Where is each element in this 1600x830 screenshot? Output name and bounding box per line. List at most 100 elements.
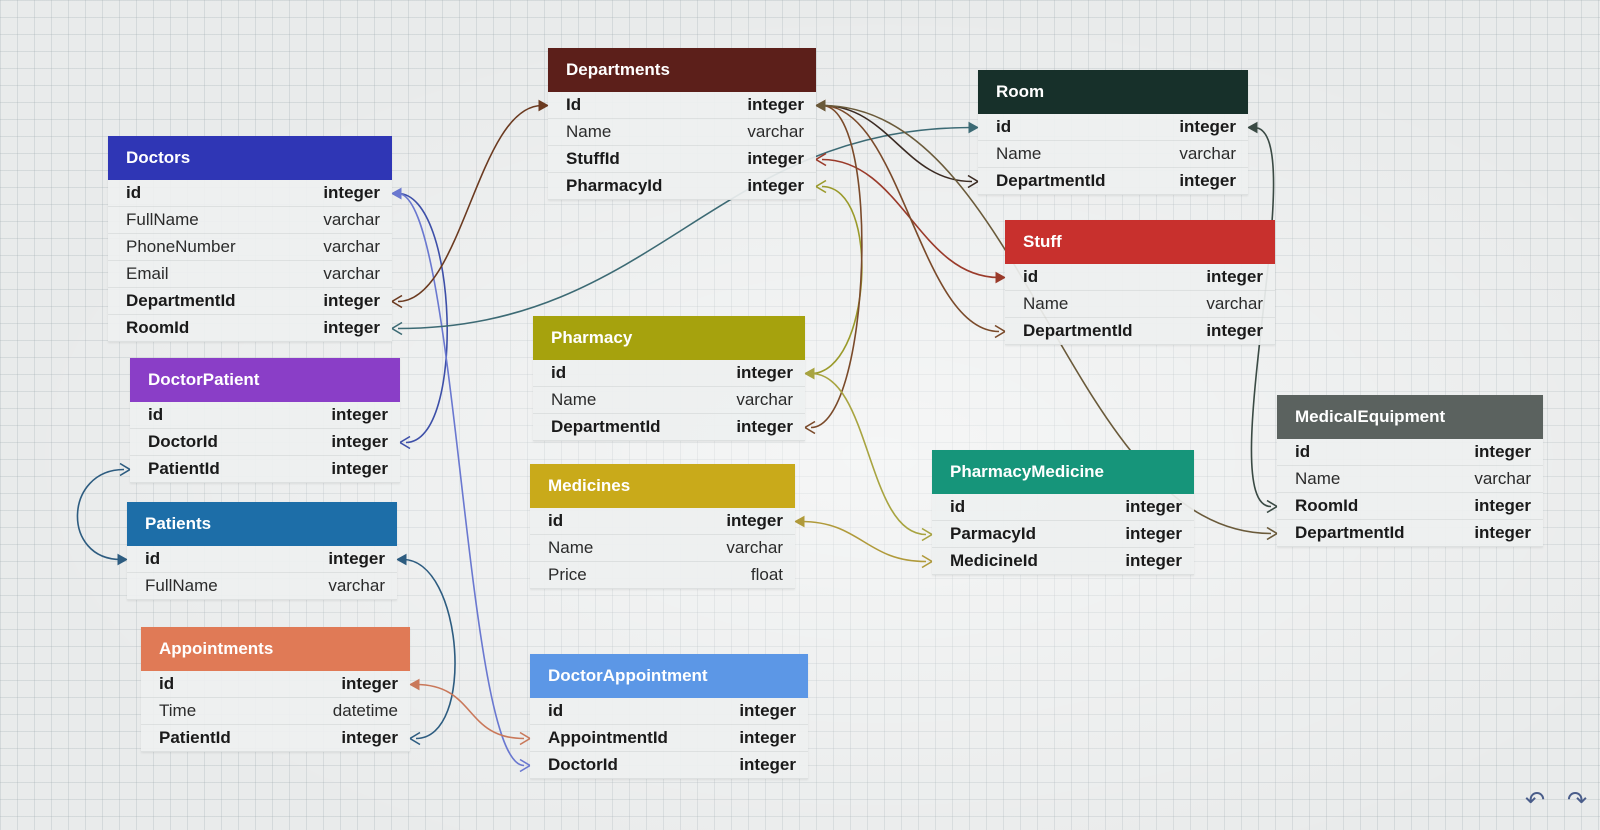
table-header[interactable]: DoctorAppointment	[530, 654, 808, 698]
field-type: integer	[331, 459, 388, 478]
relation-pk-marker	[117, 553, 129, 566]
field-name: RoomId	[126, 318, 190, 337]
table-header[interactable]: Patients	[127, 502, 397, 546]
field-row[interactable]: DoctorId integer	[130, 429, 400, 456]
field-type: integer	[1474, 523, 1531, 542]
field-name: id	[548, 511, 564, 530]
table-header[interactable]: Stuff	[1005, 220, 1275, 264]
relation-line[interactable]	[402, 558, 456, 740]
field-type: varchar	[323, 237, 380, 256]
field-type: integer	[1474, 496, 1531, 515]
relation-line[interactable]	[397, 104, 543, 303]
field-type: integer	[747, 149, 804, 168]
field-type: integer	[341, 728, 398, 747]
field-name: id	[145, 549, 161, 568]
relation-line[interactable]	[810, 104, 863, 429]
field-type: integer	[739, 701, 796, 720]
relation-line[interactable]	[397, 126, 973, 330]
undo-icon[interactable]: ↶	[1524, 787, 1546, 814]
table-header[interactable]: PharmacyMedicine	[932, 450, 1194, 494]
relation-line[interactable]	[397, 192, 525, 767]
table-header[interactable]: Pharmacy	[533, 316, 805, 360]
field-name: id	[996, 117, 1012, 136]
field-name: DepartmentId	[126, 291, 236, 310]
field-name: ParmacyId	[950, 524, 1036, 543]
relation-line[interactable]	[800, 520, 927, 563]
relation-line[interactable]	[397, 192, 448, 444]
table-header[interactable]: Departments	[548, 48, 816, 92]
field-type: varchar	[1474, 469, 1531, 488]
table-header[interactable]: Room	[978, 70, 1248, 114]
table-header[interactable]: Appointments	[141, 627, 410, 671]
field-type: integer	[331, 432, 388, 451]
relation-line[interactable]	[821, 104, 973, 183]
table-header[interactable]: Medicines	[530, 464, 795, 508]
table-header[interactable]: DoctorPatient	[130, 358, 400, 402]
relation-line[interactable]	[415, 683, 525, 740]
relation-pk-marker	[408, 678, 420, 691]
field-row[interactable]: id integer	[127, 546, 397, 573]
table-header[interactable]: MedicalEquipment	[1277, 395, 1543, 439]
relation-line[interactable]	[821, 104, 1000, 333]
field-type: integer	[1206, 267, 1263, 286]
field-type: integer	[1125, 497, 1182, 516]
field-name: DoctorId	[148, 432, 218, 451]
relation-line[interactable]	[76, 468, 125, 561]
redo-icon[interactable]: ↷	[1566, 787, 1588, 814]
field-type: integer	[328, 549, 385, 568]
table-header[interactable]: Doctors	[108, 136, 392, 180]
relation-line[interactable]	[810, 372, 927, 536]
